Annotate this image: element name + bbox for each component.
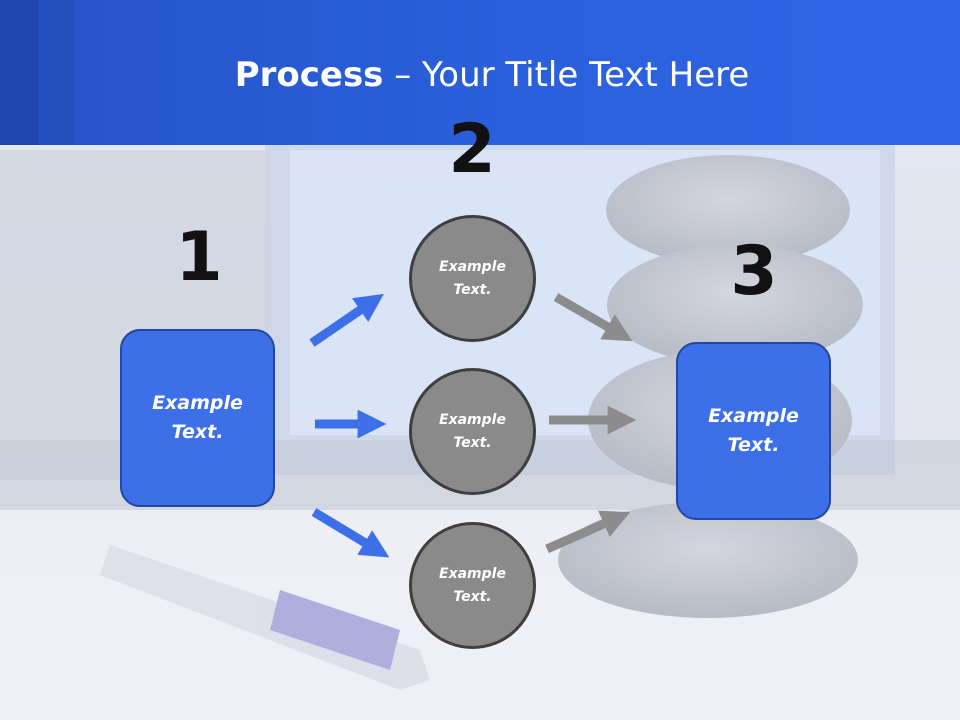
circle-top-line2: Text. <box>453 281 492 298</box>
right-box-line2: Text. <box>727 434 780 456</box>
header-bar <box>0 0 960 145</box>
gray-arrow-down <box>553 293 633 342</box>
step-number-3: 3 <box>730 232 778 311</box>
header-stripe <box>38 0 75 145</box>
left-box-line1: Example <box>152 392 243 414</box>
circle-middle-line1: Example <box>439 411 506 428</box>
left-box-line2: Text. <box>171 421 224 443</box>
circle-bottom-line2: Text. <box>453 588 492 605</box>
blue-arrow-up <box>309 293 384 347</box>
circle-top-line1: Example <box>439 258 506 275</box>
circle-bottom-line1: Example <box>439 565 506 582</box>
title-rest: – Your Title Text Here <box>383 55 750 95</box>
gray-arrow-up <box>545 510 631 554</box>
right-box-line1: Example <box>708 405 799 427</box>
step-number-1: 1 <box>175 218 223 297</box>
slide-title: Process – Your Title Text Here <box>0 54 960 96</box>
title-bold: Process <box>234 55 384 95</box>
step-number-2: 2 <box>448 110 496 189</box>
circle-middle-line2: Text. <box>453 434 492 451</box>
blue-arrow-down <box>311 508 390 558</box>
header-stripe <box>0 0 38 145</box>
